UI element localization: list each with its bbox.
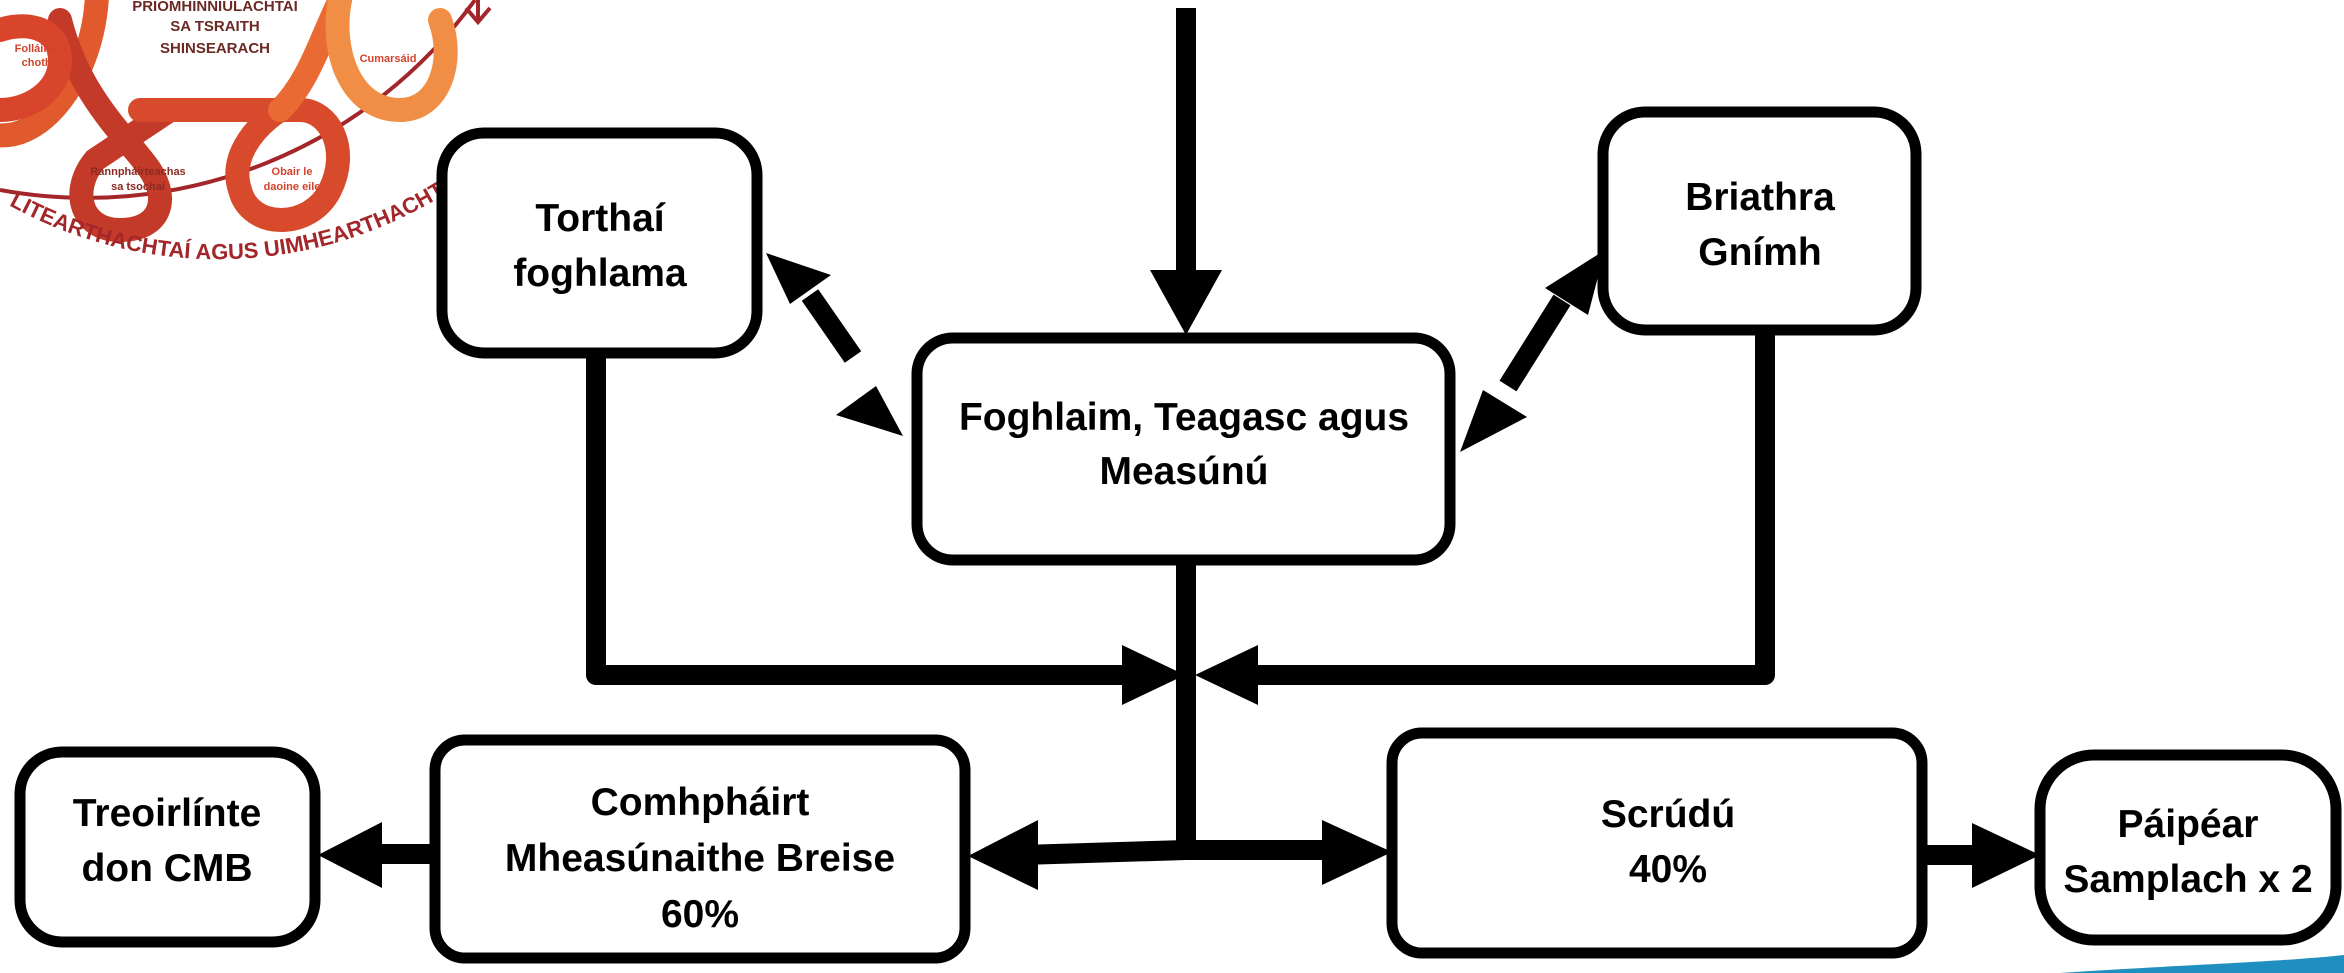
arrowhead-briathra-up (1545, 250, 1605, 315)
arrowhead-right-junction (1195, 645, 1258, 705)
box-foghlaim (911, 332, 1456, 566)
connector-split-comhphairt (1021, 840, 1187, 865)
boxes (14, 106, 2342, 964)
arrow-heads (318, 250, 2040, 890)
box-comhphairt (429, 734, 971, 964)
box-briathra (1597, 106, 1922, 336)
treoirlinte-line-2: don CMB (81, 847, 252, 890)
box-torthai (436, 127, 763, 359)
logo-center-text-2: SA TSRAITH (170, 18, 259, 35)
connector-briathra-foghlaim (1499, 294, 1571, 392)
comhphairt-line-2: Mheasúnaithe Breise (505, 837, 895, 880)
torthai-line-2: foghlama (513, 252, 687, 295)
paipear-line-2: Samplach x 2 (2063, 858, 2312, 901)
arrowhead-to-treoirlinte (318, 822, 382, 888)
connector-torthai-foghlaim (801, 289, 862, 363)
key-competencies-logo: PRÍOMHINNIÚLACHTAÍ SA TSRAITH SHINSEARAC… (0, 0, 492, 264)
arrowhead-foghlaim-from-briathra (1460, 390, 1527, 452)
logo-center-text-3: SHINSEARACH (160, 40, 270, 57)
connector-torthai-junction (586, 345, 1130, 685)
arrowhead-to-comhphairt (968, 820, 1038, 890)
logo-petal-bottom-right-1: Obair le (272, 166, 313, 178)
briathra-line-2: Gnímh (1698, 231, 1822, 274)
connector-briathra-junction (1240, 330, 1775, 685)
arrowhead-foghlaim-from-torthai (836, 386, 903, 436)
scrudu-line-2: 40% (1629, 848, 1707, 891)
connectors (370, 8, 1980, 865)
arrowhead-left-junction (1122, 645, 1185, 705)
corner-accent (2060, 955, 2344, 973)
box-labels: Torthaí foghlama Briathra Gnímh Foghlaim… (73, 176, 2313, 936)
briathra-line-1: Briathra (1685, 176, 1835, 219)
logo-petal-bottom-left-1: Rannpháirteachas (90, 166, 185, 178)
logo-petal-left-2: chothú (22, 57, 59, 69)
scrudu-line-1: Scrúdú (1601, 793, 1735, 836)
torthai-line-1: Torthaí (535, 197, 665, 240)
treoirlinte-line-1: Treoirlínte (73, 792, 262, 835)
logo-center-text-1: PRÍOMHINNIÚLACHTAÍ (132, 0, 298, 15)
logo-petal-bottom-left-2: sa tsochaí (111, 181, 166, 193)
arrowhead-to-scrudu (1322, 820, 1392, 885)
logo-petal-bottom-right-2: daoine eile (264, 181, 321, 193)
comhphairt-line-1: Comhpháirt (591, 781, 810, 824)
logo-petal-left-1: Folláine a (15, 43, 67, 55)
comhphairt-line-3: 60% (661, 893, 739, 936)
foghlaim-line-1: Foghlaim, Teagasc agus (959, 396, 1409, 439)
arrowhead-top-down (1150, 270, 1222, 335)
paipear-line-1: Páipéar (2118, 803, 2259, 846)
foghlaim-line-2: Measúnú (1099, 450, 1268, 493)
box-treoirlinte (14, 746, 321, 948)
box-paipear (2034, 749, 2342, 946)
arrowhead-torthai-up (766, 253, 831, 304)
arrowhead-to-paipear (1972, 823, 2040, 888)
box-scrudu (1386, 727, 1928, 959)
logo-petal-right: Cumarsáid (360, 53, 417, 65)
